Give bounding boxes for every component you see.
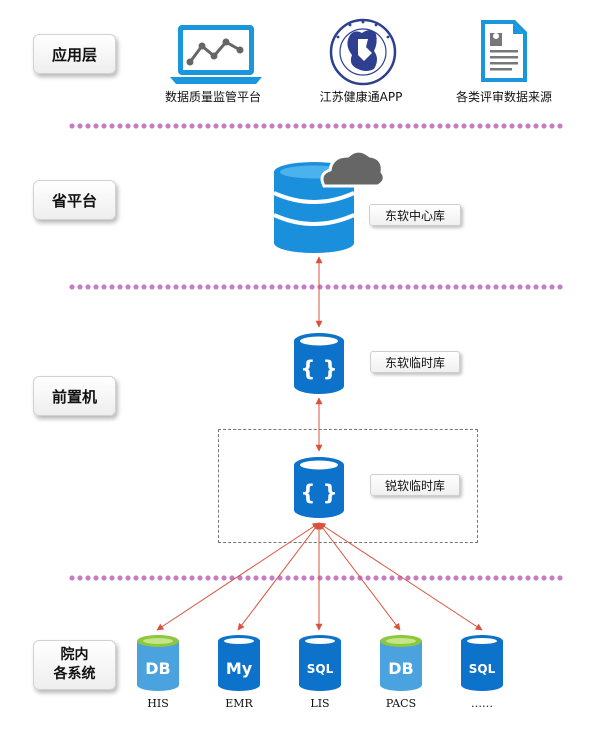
app-caption-health-app: 江苏健康通APP (319, 90, 403, 104)
lis-database-icon: SQL (297, 633, 343, 693)
svg-text:{ }: { } (300, 481, 337, 505)
svg-text:SQL: SQL (307, 662, 334, 676)
svg-text:DB: DB (145, 659, 170, 678)
pacs-database-icon: DB (378, 633, 424, 693)
svg-text:SQL: SQL (469, 662, 496, 676)
ruisoft-temp-db-label: 锐软临时库 (370, 474, 460, 496)
emr-database-icon: My (216, 633, 262, 693)
svg-text:My: My (226, 659, 253, 678)
health-app-seal-icon (328, 17, 398, 87)
cloud-database-icon (270, 140, 388, 256)
his-database-icon: DB (135, 633, 181, 693)
system-label-emr: EMR (225, 697, 253, 710)
central-db-label: 东软中心库 (369, 204, 461, 226)
layer-label-front: 前置机 (33, 376, 116, 416)
app-caption-review-source: 各类评审数据来源 (455, 90, 553, 104)
braces-database-icon-ruisoft: { } (292, 455, 346, 519)
layer-label-app: 应用层 (33, 34, 116, 74)
separator-dots-3 (68, 575, 564, 581)
document-icon (479, 18, 529, 84)
monitor-chart-icon (168, 22, 264, 86)
svg-text:DB: DB (388, 659, 413, 678)
separator-dots-2 (68, 284, 564, 290)
app-caption-monitor: 数据质量监管平台 (164, 90, 262, 104)
more-database-icon: SQL (459, 633, 505, 693)
braces-database-icon-neusoft: { } (292, 331, 346, 395)
system-label-pacs: PACS (385, 697, 417, 710)
layer-label-hospital: 院内 各系统 (33, 640, 116, 690)
system-label-more: …… (471, 697, 493, 710)
svg-text:{ }: { } (300, 357, 337, 381)
separator-dots-1 (68, 123, 564, 129)
neusoft-temp-db-label: 东软临时库 (370, 351, 460, 373)
system-label-lis: LIS (310, 697, 330, 710)
layer-label-province: 省平台 (33, 180, 116, 220)
system-label-his: HIS (147, 697, 169, 710)
